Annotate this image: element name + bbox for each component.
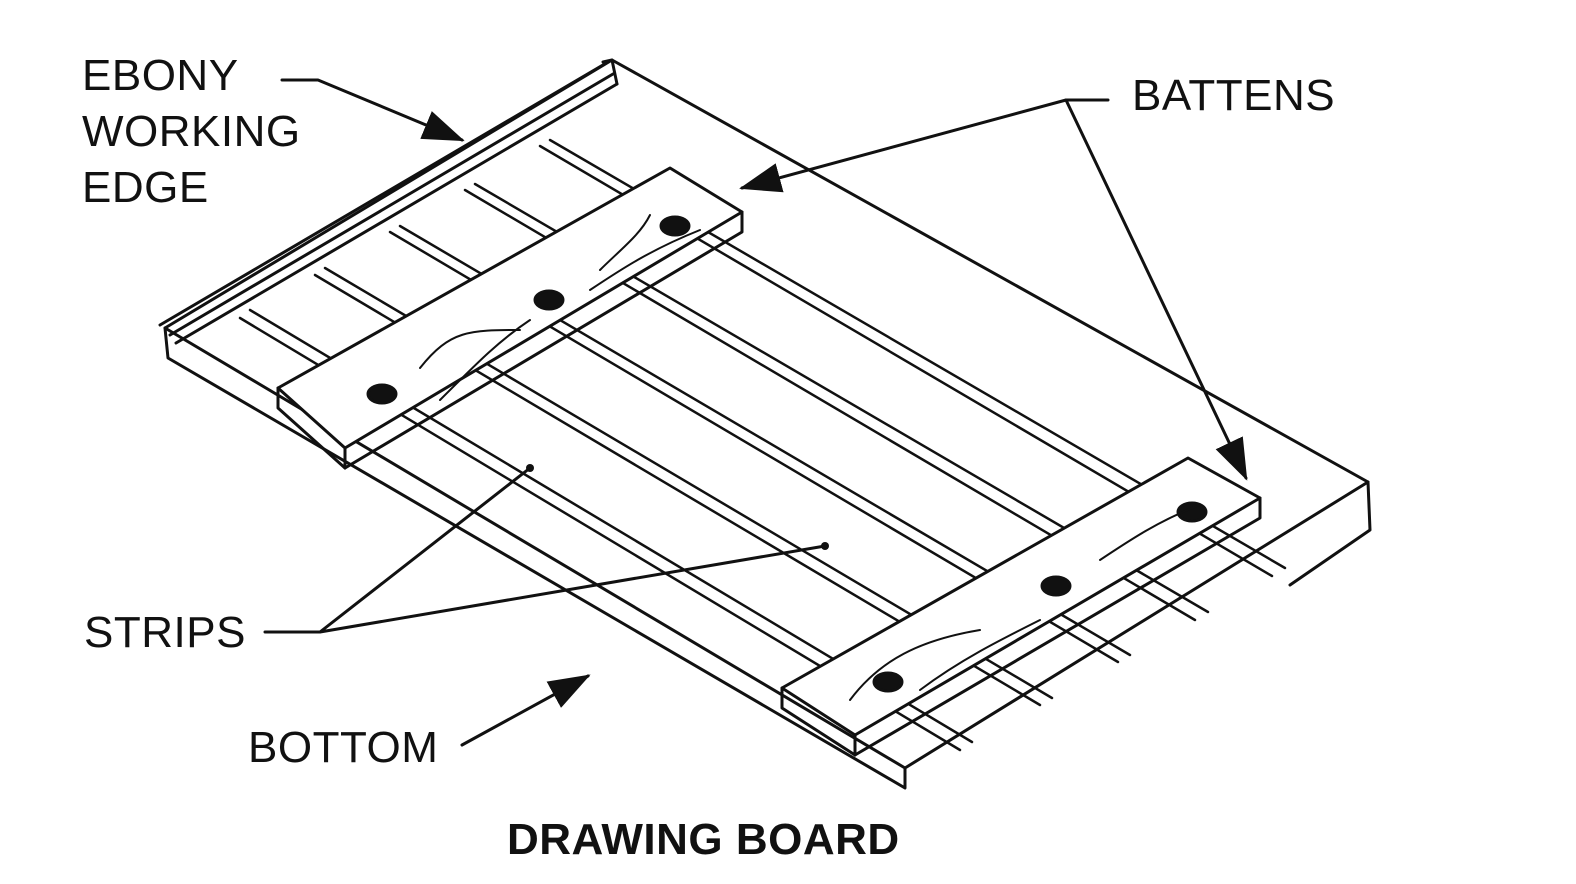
leader-battens-1 [739, 98, 1110, 193]
leader-ebony-edge [280, 78, 465, 142]
ebony-working-edge [158, 58, 619, 345]
label-bottom: BOTTOM [248, 723, 439, 772]
board-thickness [163, 326, 1372, 790]
label-ebony-line-2: WORKING [82, 107, 301, 156]
leader-battens-2 [1064, 98, 1248, 481]
label-ebony-line-3: EDGE [82, 163, 209, 212]
label-ebony-working-edge: EBONY WORKING EDGE [82, 48, 301, 216]
label-ebony-line-1: EBONY [82, 51, 239, 100]
label-battens: BATTENS [1132, 71, 1336, 120]
batten-bottom [780, 456, 1262, 757]
figure-caption: DRAWING BOARD [507, 815, 900, 864]
leader-bottom [460, 674, 591, 747]
batten-top [276, 166, 744, 470]
label-strips: STRIPS [84, 608, 246, 657]
leader-strips-2 [318, 544, 827, 634]
